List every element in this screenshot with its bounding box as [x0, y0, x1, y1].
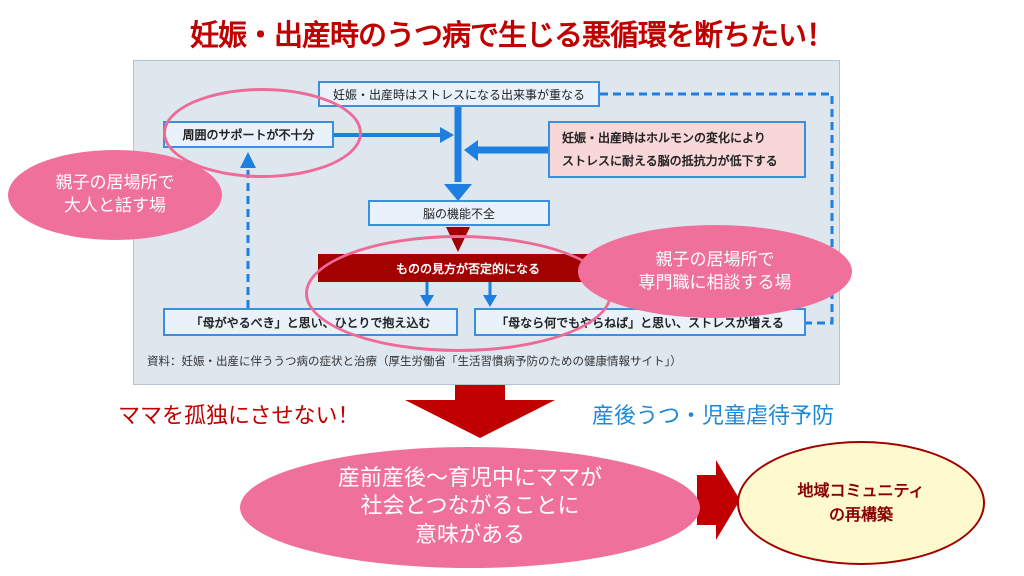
arrow-left-icon: [464, 140, 478, 161]
big-down-arrow-icon: [405, 385, 555, 438]
stress-events-box: 妊娠・出産時はストレスになる出来事が重なる: [318, 81, 600, 107]
arrow-right-icon: [440, 127, 454, 143]
main-ellipse-text: 産前産後～育児中にママが: [337, 465, 602, 491]
hormone-line2: ストレスに耐える脳の抵抗力が低下する: [562, 153, 778, 168]
result-ellipse: 地域コミュニティ の再構築: [737, 441, 985, 565]
left-caption: ママを孤独にさせない！: [118, 404, 360, 429]
arrow-down-icon: [444, 184, 472, 201]
highlight-ellipse-negative: [305, 235, 612, 352]
main-ellipse: 産前産後～育児中にママが 社会とつながることに 意味がある: [240, 447, 700, 568]
bubble-consult-experts: 親子の居場所で 専門職に相談する場: [578, 225, 852, 318]
slide-title: 妊娠・出産時のうつ病で生じる悪循環を断ちたい！: [189, 18, 835, 52]
main-ellipse-text: 社会とつながることに: [360, 494, 580, 520]
brain-dysfunction-box: 脳の機能不全: [368, 200, 550, 226]
result-text: 地域コミュニティ: [797, 481, 925, 500]
right-arrow-icon: [697, 460, 740, 540]
hormone-box: 妊娠・出産時はホルモンの変化により ストレスに耐える脳の抵抗力が低下する: [548, 121, 806, 178]
bubble-text: 親子の居場所で: [55, 173, 175, 194]
bubble-text: 専門職に相談する場: [638, 272, 792, 293]
highlight-ellipse-support: [163, 88, 362, 178]
bubble-talk-with-adults: 親子の居場所で 大人と話す場: [8, 150, 222, 240]
result-text: の再構築: [828, 505, 893, 524]
main-ellipse-text: 意味がある: [414, 522, 525, 548]
bubble-text: 大人と話す場: [64, 196, 166, 216]
bubble-text: 親子の居場所で: [655, 249, 775, 270]
right-caption: 産後うつ・児童虐待予防: [592, 404, 835, 429]
hormone-line1: 妊娠・出産時はホルモンの変化により: [562, 130, 766, 145]
source-note: 資料：妊娠・出産に伴ううつ病の症状と治療（厚生労働省「生活習慣病予防のための健康…: [147, 354, 682, 368]
dashed-feedback-right: [600, 92, 834, 325]
